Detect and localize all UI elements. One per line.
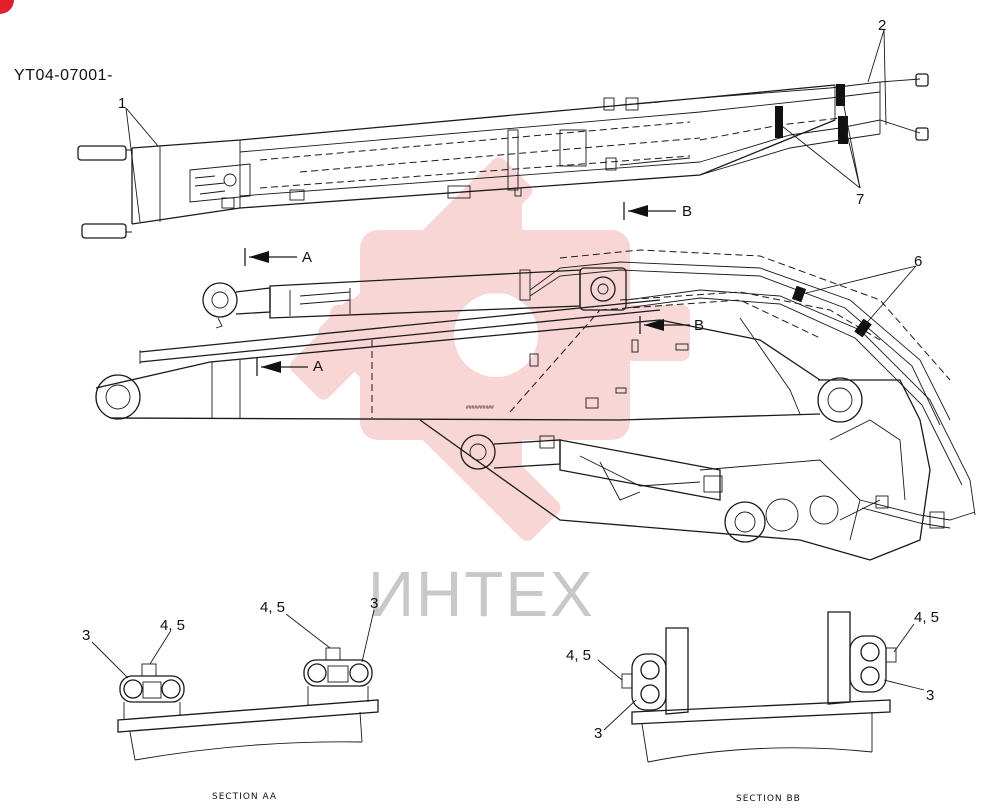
view-marker-b-top-label: B (682, 203, 692, 220)
aa-ref-3-right: 3 (370, 595, 378, 612)
boom-plate-text: ########## (466, 405, 494, 411)
view-marker-a-lower (256, 358, 308, 376)
boom-top-view (77, 73, 929, 239)
drawing-code: YT04-07001- (14, 67, 113, 84)
section-aa (117, 647, 379, 761)
leader-bb-3-right (883, 679, 925, 691)
view-marker-a-upper-label: A (302, 249, 312, 266)
leader-6a (801, 265, 917, 295)
bb-ref-45-right: 4, 5 (914, 609, 939, 626)
band-clamp-7b (836, 84, 845, 106)
section-bb-caption: SECTION BB (736, 794, 801, 804)
band-clamp-6a (791, 285, 807, 303)
ref-label-7: 7 (856, 191, 864, 208)
corner-badge (0, 0, 14, 14)
leader-aa-3-left (91, 641, 129, 679)
leader-aa-45-left (149, 631, 171, 665)
leader-2b (883, 29, 887, 126)
band-clamp-7a (775, 106, 783, 138)
aa-ref-45-right: 4, 5 (260, 599, 285, 616)
ref-label-1: 1 (118, 95, 126, 112)
leader-7a (781, 125, 861, 189)
view-marker-b-side-label: B (694, 317, 704, 334)
view-marker-b-top (623, 202, 676, 220)
band-clamp-7c (838, 116, 848, 144)
view-marker-a-upper (244, 248, 297, 266)
view-marker-a-lower-label: A (313, 358, 323, 375)
leader-bb-3-left (603, 699, 637, 731)
bb-ref-3-left: 3 (594, 725, 602, 742)
aa-ref-45-left: 4, 5 (160, 617, 185, 634)
leader-7c (845, 129, 861, 189)
watermark-text: ИНТЕХ (368, 558, 595, 630)
boom-side-view: ########## (95, 249, 976, 561)
leader-6b (863, 265, 917, 327)
section-bb (621, 611, 897, 763)
bb-ref-45-left: 4, 5 (566, 647, 591, 664)
band-clamp-6b (854, 318, 872, 338)
aa-ref-3-left: 3 (82, 627, 90, 644)
leader-1b (125, 107, 141, 223)
leader-7b (841, 95, 861, 189)
ref-label-2: 2 (878, 17, 886, 34)
leader-bb-45-right (893, 623, 915, 653)
section-aa-caption: SECTION AA (212, 792, 277, 802)
leader-aa-45-right (285, 613, 331, 649)
leader-aa-3-right (361, 609, 375, 663)
leader-1a (125, 107, 159, 147)
leader-bb-45-left (597, 659, 623, 681)
ref-label-6: 6 (914, 253, 922, 270)
leader-2a (867, 29, 885, 83)
bb-ref-3-right: 3 (926, 687, 934, 704)
